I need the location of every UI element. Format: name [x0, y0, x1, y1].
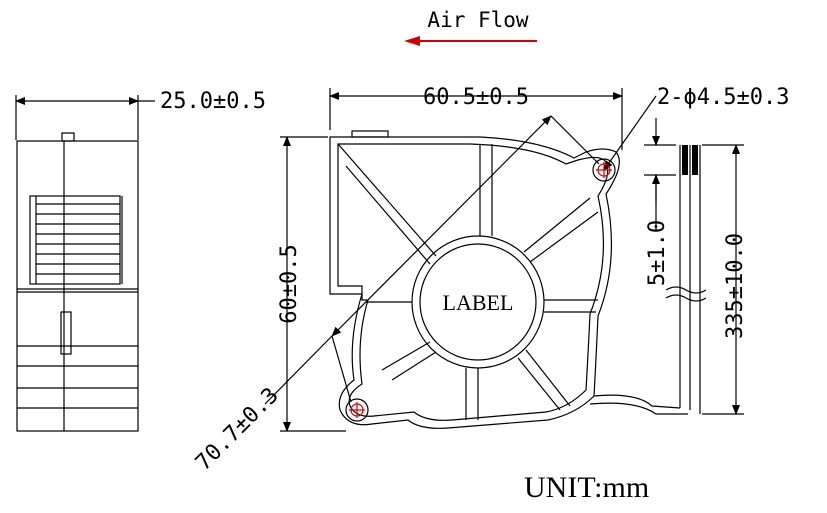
air-flow-label: Air Flow — [427, 8, 529, 32]
lead-length-dimension: 335±10.0 — [723, 233, 748, 339]
strip-length-dimension: 5±1.0 — [645, 220, 670, 286]
hole-dimension: 2-ϕ4.5±0.3 — [657, 85, 789, 110]
air-flow-arrow-head — [404, 36, 420, 46]
air-flow-indicator: Air Flow — [404, 8, 537, 46]
side-view — [15, 95, 155, 432]
front-width-dimension: 60.5±0.5 — [423, 85, 529, 110]
unit-label: UNIT:mm — [524, 471, 649, 504]
diagonal-dimension: 70.7±0.3 — [191, 383, 284, 476]
front-view — [264, 88, 688, 432]
hole-crosshairs — [349, 162, 612, 418]
side-width-dimension: 25.0±0.5 — [160, 89, 266, 114]
lead-wires — [644, 118, 744, 415]
front-height-dimension: 60±0.5 — [277, 244, 302, 323]
fan-label: LABEL — [443, 290, 514, 315]
